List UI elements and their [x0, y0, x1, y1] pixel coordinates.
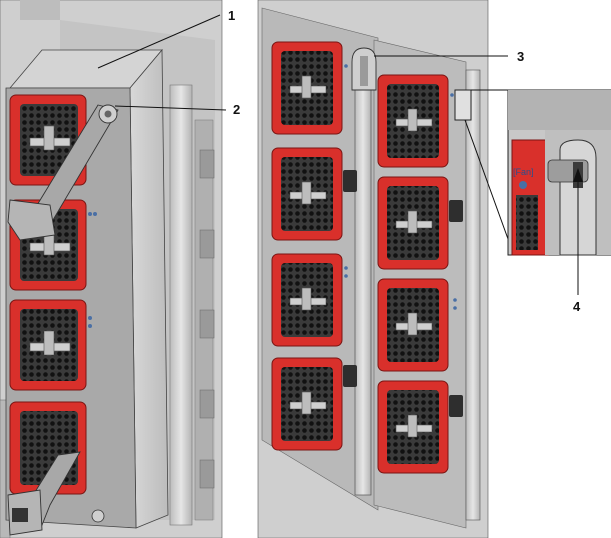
callout-3: 3 — [517, 49, 524, 64]
callout-labels: 1 2 3 4 — [97, 8, 583, 314]
leader-4-arrow — [573, 168, 583, 182]
left-view-fan-module-removal — [0, 0, 223, 538]
module-release-handle-lower — [7, 451, 105, 536]
callout-2: 2 — [233, 102, 240, 117]
leader-1 — [97, 14, 221, 69]
leader-2 — [114, 105, 227, 111]
installed-fan-col1-2 — [271, 147, 343, 241]
module-status-leds — [88, 212, 97, 328]
installed-fan-col2-1 — [377, 74, 449, 168]
installed-fan-col1-4 — [271, 357, 343, 451]
zoom-inset-latch-detail: [Fan] — [507, 89, 611, 256]
zoom-source-box — [454, 89, 472, 121]
module-release-handle-upper — [7, 104, 119, 241]
fan-module-side — [129, 48, 169, 529]
module-fan-3 — [9, 299, 87, 391]
callout-1: 1 — [228, 8, 235, 23]
right-view-installed-fan-modules — [257, 0, 513, 538]
installed-fan-col1-1 — [271, 41, 343, 135]
installed-fan-col2-3 — [377, 278, 449, 372]
chassis-slot-tabs — [199, 149, 215, 489]
svg-text:[Fan]: [Fan] — [513, 167, 534, 177]
top-release-latch — [351, 47, 377, 91]
installed-fan-col2-2 — [377, 176, 449, 270]
module-latches — [343, 170, 463, 417]
center-divider-rail — [354, 54, 372, 496]
installed-fan-col1-3 — [271, 253, 343, 347]
right-status-leds — [344, 64, 457, 310]
callout-4: 4 — [573, 299, 581, 314]
installed-fan-col2-4 — [377, 380, 449, 474]
